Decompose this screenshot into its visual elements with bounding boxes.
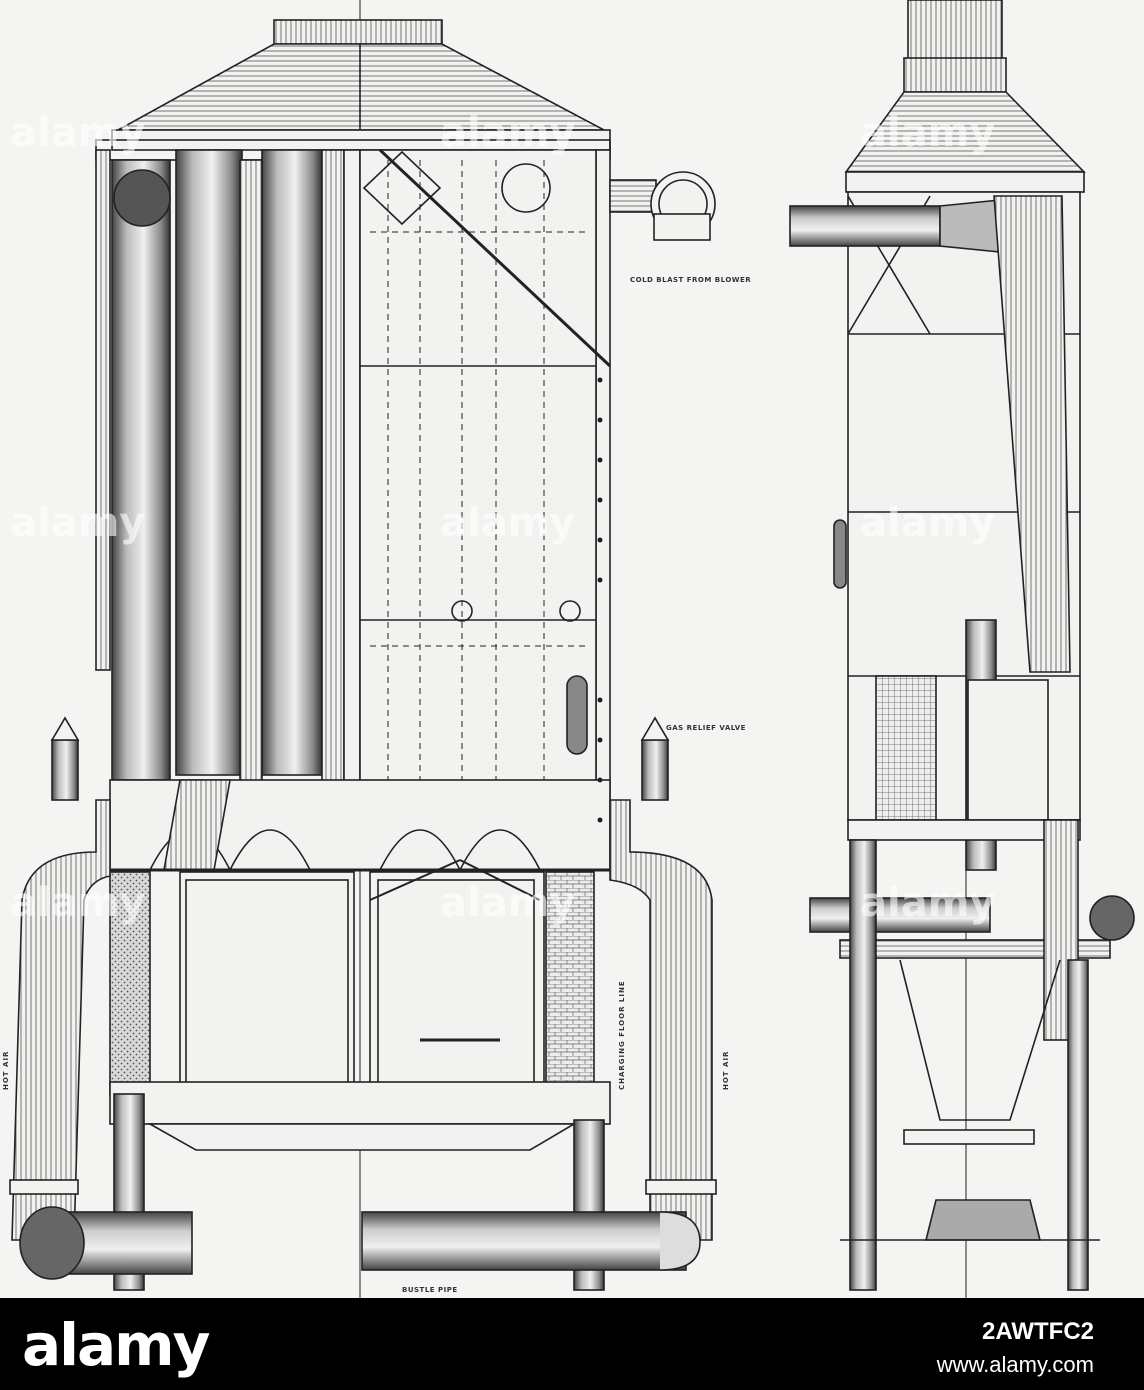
label-bustle-pipe: BUSTLE PIPE	[402, 1286, 458, 1294]
label-hot-air-left: HOT AIR	[2, 1050, 10, 1090]
hot-air-pipe-left	[9, 716, 193, 1280]
stove-tubes	[111, 149, 361, 871]
label-cold-blast: COLD BLAST FROM BLOWER	[630, 276, 752, 284]
stock-url: www.alamy.com	[936, 1352, 1094, 1377]
engineering-drawing: COLD BLAST FROM BLOWER GAS RELIEF VALVE …	[0, 0, 1144, 1298]
image-id: 2AWTFC2	[981, 1318, 1094, 1345]
label-gas-relief-valve: GAS RELIEF VALVE	[666, 724, 746, 732]
stock-footer-bar	[0, 1298, 1144, 1390]
alamy-logo: alamy	[22, 1311, 210, 1379]
side-elevation	[789, 0, 1135, 1298]
cold-blast-inlet	[609, 171, 716, 241]
bustle-pipe	[361, 1211, 687, 1271]
casing-panels	[359, 148, 612, 863]
hot-air-pipe-right	[609, 716, 717, 1241]
label-hot-air-right: HOT AIR	[722, 1050, 730, 1090]
label-charging-floor-line: CHARGING FLOOR LINE	[618, 980, 626, 1090]
front-elevation	[9, 0, 717, 1298]
blast-furnace-elevation	[9, 0, 1135, 1298]
